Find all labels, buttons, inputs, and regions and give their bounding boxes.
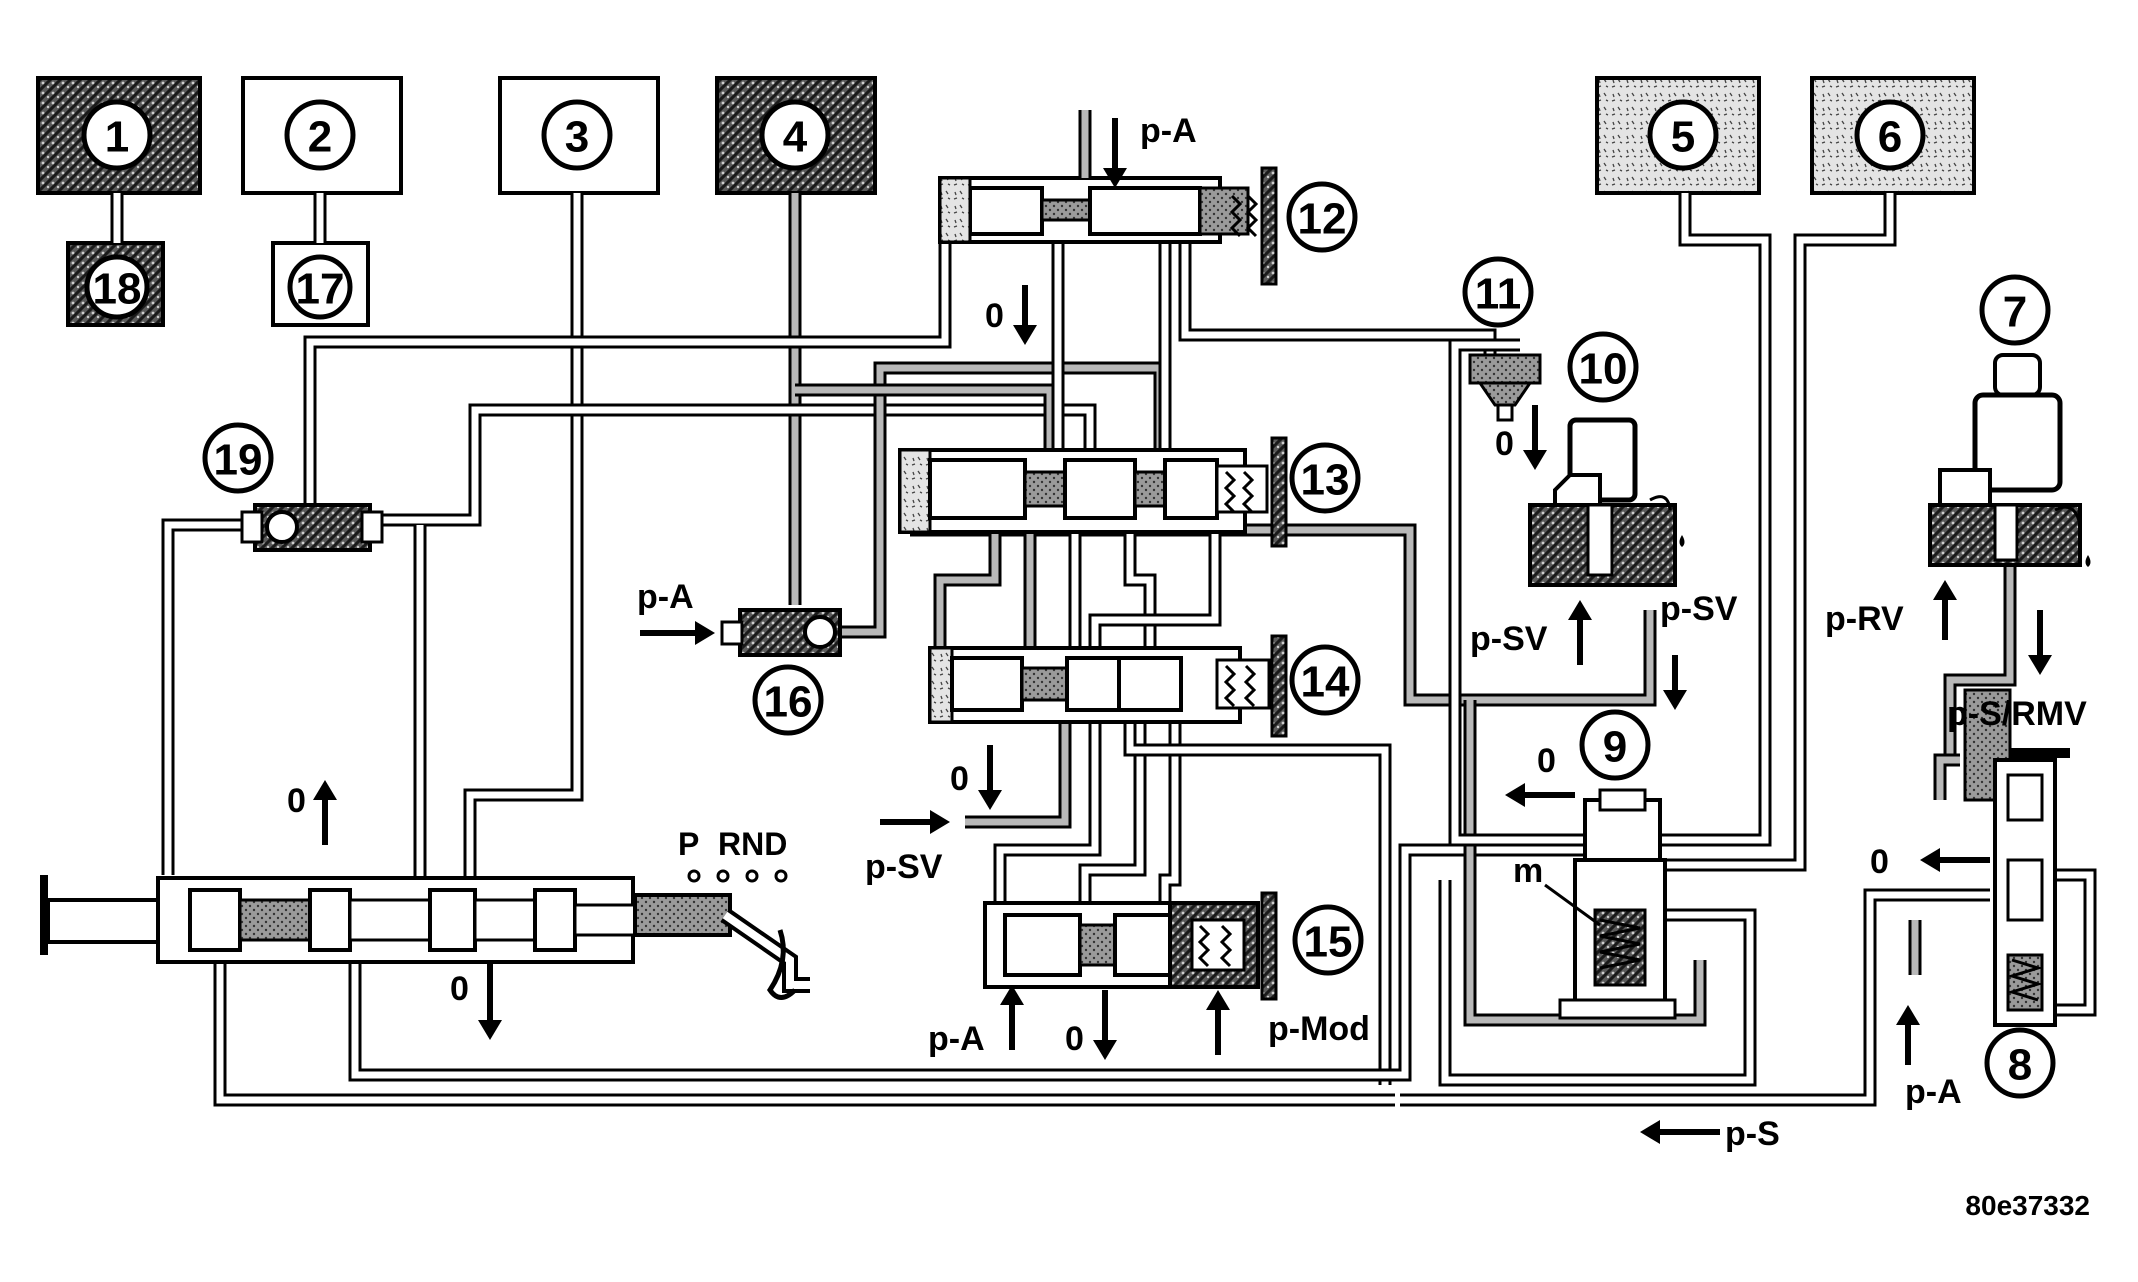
- label-pSV-solenoid-out: p-SV: [1660, 590, 1738, 628]
- callout-9-text: 9: [1603, 723, 1627, 772]
- label-pRV: p-RV: [1825, 600, 1904, 638]
- valve-15: [983, 891, 1278, 1001]
- label-pSV-left: p-SV: [865, 848, 943, 886]
- callout-12-text: 12: [1298, 195, 1347, 244]
- check-valve-16: [720, 608, 842, 657]
- callout-12: 12: [1286, 181, 1358, 253]
- callout-4: 4: [759, 99, 831, 171]
- flow-arrows: [313, 118, 2052, 1144]
- label-zero-valve14: 0: [950, 760, 969, 798]
- label-zero-valve12: 0: [985, 297, 1004, 335]
- label-pS: p-S: [1725, 1115, 1780, 1153]
- figure-code: 80e37332: [1965, 1190, 2090, 1221]
- callout-1: 1: [81, 99, 153, 171]
- callout-16: 16: [752, 664, 824, 736]
- callout-15-text: 15: [1304, 918, 1353, 967]
- callout-6-text: 6: [1878, 113, 1902, 162]
- valve-9: [1558, 788, 1677, 1020]
- manual-selector-valve: [40, 869, 810, 1000]
- callout-11-text: 11: [1475, 270, 1522, 319]
- label-component-m: m: [1513, 852, 1543, 890]
- callout-5: 5: [1647, 99, 1719, 171]
- callout-8-text: 8: [2008, 1041, 2032, 1090]
- label-pMod: p-Mod: [1268, 1010, 1370, 1048]
- callout-8: 8: [1984, 1027, 2056, 1099]
- callout-18: 18: [84, 254, 150, 320]
- callout-15: 15: [1292, 904, 1364, 976]
- callout-6: 6: [1854, 99, 1926, 171]
- label-zero-selector-up: 0: [287, 782, 306, 820]
- label-zero-valve15: 0: [1065, 1020, 1084, 1058]
- label-pA-right: p-A: [1905, 1073, 1962, 1111]
- callout-13: 13: [1289, 442, 1361, 514]
- label-pA-left: p-A: [637, 578, 694, 616]
- valve-8: [1963, 688, 2070, 1027]
- label-pSV-solenoid-in: p-SV: [1470, 620, 1548, 658]
- leader-line-m: [1544, 883, 1601, 927]
- callout-9: 9: [1579, 709, 1651, 781]
- callout-14-text: 14: [1301, 658, 1350, 707]
- valve-14: [928, 634, 1288, 738]
- label-pA-valve15: p-A: [928, 1020, 985, 1058]
- shuttle-valve-19: [240, 503, 384, 552]
- callout-1-text: 1: [105, 113, 129, 162]
- label-zero-valve8: 0: [1870, 843, 1889, 881]
- callout-13-text: 13: [1301, 456, 1350, 505]
- solenoid-valve-11: [1468, 353, 1542, 422]
- callout-4-text: 4: [783, 113, 808, 162]
- label-selector-RND: RND: [718, 826, 787, 862]
- callout-10: 10: [1567, 331, 1639, 403]
- callout-2: 2: [284, 99, 356, 171]
- label-selector-P: P: [678, 826, 699, 862]
- label-zero-valve9: 0: [1537, 742, 1556, 780]
- callout-7: 7: [1979, 274, 2051, 346]
- callout-17: 17: [287, 254, 353, 320]
- valve-13: [898, 436, 1288, 548]
- callout-3-text: 3: [565, 113, 589, 162]
- callout-10-text: 10: [1579, 345, 1628, 394]
- label-pA-top: p-A: [1140, 112, 1197, 150]
- hydraulic-lines: [110, 180, 2097, 1107]
- label-pS-RMV: p-S/RMV: [1947, 695, 2087, 733]
- callout-17-text: 17: [296, 265, 345, 314]
- valve-7: [1928, 353, 2091, 567]
- callout-5-text: 5: [1671, 113, 1695, 162]
- callout-19: 19: [202, 422, 274, 494]
- callout-7-text: 7: [2003, 288, 2027, 337]
- callout-14: 14: [1289, 644, 1361, 716]
- valve-12: [938, 166, 1278, 286]
- callout-3: 3: [541, 99, 613, 171]
- callout-2-text: 2: [308, 113, 332, 162]
- label-zero-solenoid11: 0: [1495, 425, 1514, 463]
- solenoid-valve-10: [1528, 417, 1685, 587]
- callout-18-text: 18: [93, 265, 142, 314]
- callout-11: 11: [1462, 256, 1534, 328]
- callout-16-text: 16: [764, 678, 813, 727]
- label-zero-selector-down: 0: [450, 970, 469, 1008]
- callout-19-text: 19: [214, 436, 263, 485]
